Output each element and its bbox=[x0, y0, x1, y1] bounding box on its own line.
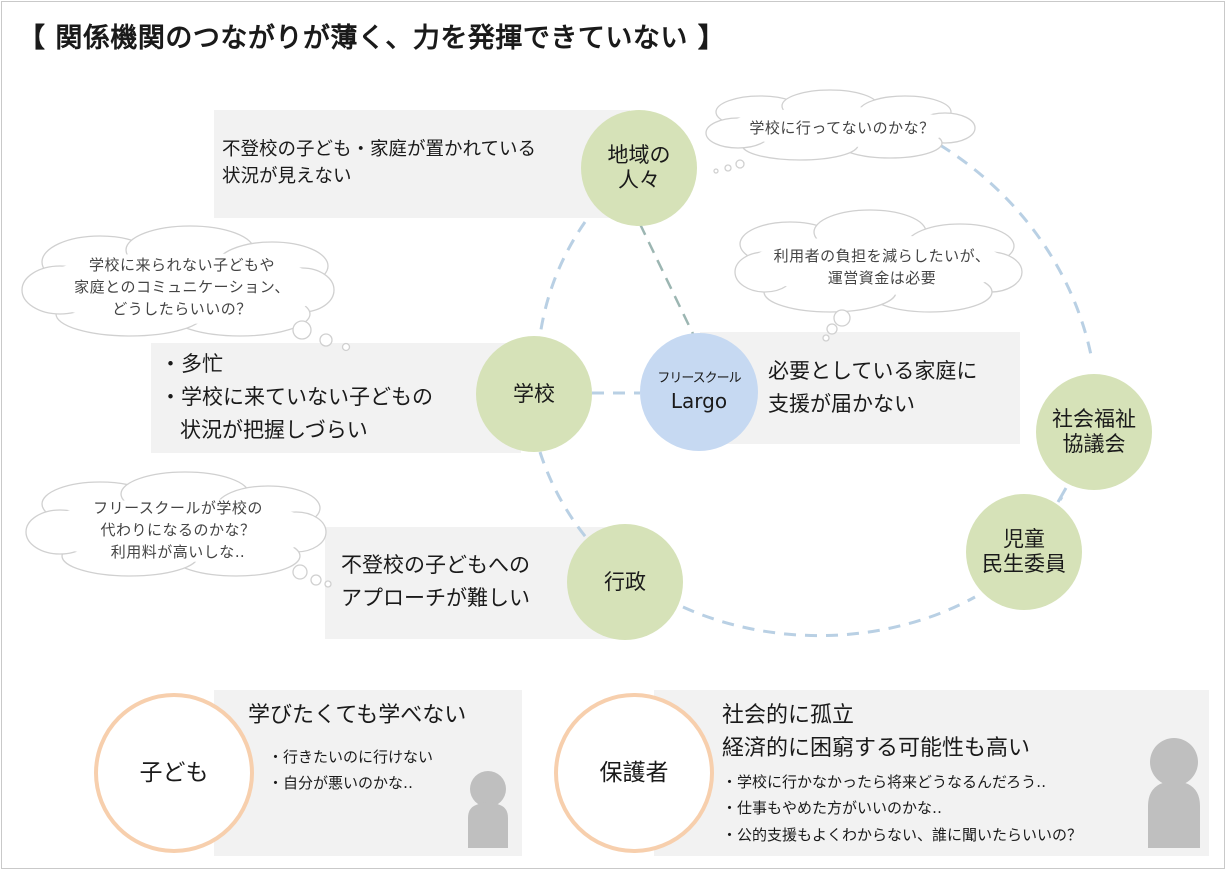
parent-person-icon bbox=[1148, 738, 1200, 848]
thought-cloud-community bbox=[705, 89, 976, 174]
ring-connector-arc bbox=[538, 451, 597, 549]
school-issue-line-2: ・学校に来ていない子どもの bbox=[160, 385, 433, 409]
community-issue-box bbox=[214, 110, 630, 218]
ring-connector-arc bbox=[939, 143, 1094, 361]
community-node: 地域の 人々 bbox=[581, 110, 697, 226]
ring-connector-arc bbox=[538, 221, 587, 337]
parent-heading-1: 社会的に孤立 bbox=[722, 703, 855, 728]
thought-cloud-school bbox=[21, 225, 351, 352]
child-welfare-commissioner-node-label: 児童 民生委員 bbox=[982, 527, 1066, 576]
parent-heading-2: 経済的に困窮する可能性も高い bbox=[722, 736, 1031, 761]
page-title: 【 関係機関のつながりが薄く、力を発揮できていない 】 bbox=[18, 23, 726, 54]
thought-cloud-school-text: 学校に来られない子どもや 家庭とのコミュニケーション、 どうしたらいいの？ bbox=[74, 256, 290, 318]
gov-node-label: 行政 bbox=[604, 569, 646, 594]
gov-issue-text: 不登校の子どもへの アプローチが難しい bbox=[341, 553, 530, 610]
welfare-council-node: 社会福祉 協議会 bbox=[1036, 374, 1152, 490]
school-issue-line-1: ・多忙 bbox=[160, 352, 223, 376]
school-issue-line-3: 状況が把握しづらい bbox=[180, 418, 368, 442]
thought-cloud-gov bbox=[25, 471, 332, 588]
child-person-icon bbox=[468, 771, 508, 848]
community-node-label: 地域の 人々 bbox=[607, 143, 671, 192]
thought-cloud-largo bbox=[734, 209, 1023, 342]
child-label: 子ども bbox=[139, 759, 209, 786]
school-issue-box bbox=[151, 343, 521, 453]
child-heading: 学びたくても学べない bbox=[248, 703, 467, 728]
community-largo-connector bbox=[638, 223, 696, 337]
parent-label: 保護者 bbox=[599, 759, 669, 786]
child-ring: 子ども bbox=[94, 693, 254, 853]
largo-issue-text: 必要としている家庭に 支援が届かない bbox=[768, 359, 978, 416]
child-welfare-commissioner-node: 児童 民生委員 bbox=[966, 494, 1082, 610]
school-node-label: 学校 bbox=[513, 381, 555, 406]
parent-item: ・仕事もやめた方がいいのかな‥ bbox=[722, 799, 943, 817]
thought-cloud-gov-text: フリースクールが学校の 代わりになるのかな？ 利用料が高いしな‥ bbox=[93, 499, 263, 561]
gov-node: 行政 bbox=[567, 524, 683, 640]
largo-brand-label: フリースクール bbox=[657, 371, 741, 386]
welfare-council-node-label: 社会福祉 協議会 bbox=[1052, 407, 1136, 456]
ring-connector-arc bbox=[682, 595, 976, 638]
parent-box bbox=[654, 690, 1209, 856]
parent-ring: 保護者 bbox=[554, 693, 714, 853]
community-issue-text: 不登校の子ども・家庭が置かれている 状況が見えない bbox=[222, 139, 536, 187]
thought-cloud-community-text: 学校に行ってないのかな？ bbox=[749, 119, 935, 137]
child-item: ・自分が悪いのかな‥ bbox=[268, 774, 414, 792]
school-node: 学校 bbox=[476, 336, 592, 452]
largo-name-label: Largo bbox=[670, 389, 728, 413]
largo-node: フリースクール Largo bbox=[640, 333, 758, 451]
child-item: ・行きたいのに行けない bbox=[268, 748, 434, 766]
thought-cloud-largo-text: 利用者の負担を減らしたいが、 運営資金は必要 bbox=[773, 247, 991, 287]
welfare-commissioner-connector bbox=[1056, 487, 1068, 503]
parent-item: ・学校に行かなかったら将来どうなるんだろう‥ bbox=[722, 773, 1047, 791]
parent-item: ・公的支援もよくわからない、誰に聞いたらいいの？ bbox=[722, 826, 1083, 844]
